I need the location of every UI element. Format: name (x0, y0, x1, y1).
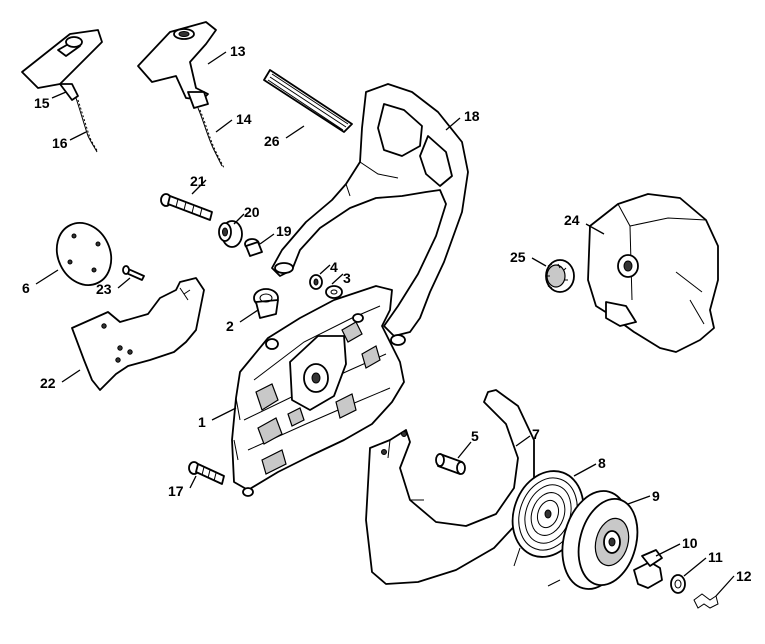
callout-25: 25 (510, 249, 526, 265)
callout-1: 1 (198, 414, 206, 430)
part-18-handguard (271, 83, 469, 346)
part-12-spring-clip (693, 593, 719, 609)
part-22-plate (71, 277, 205, 391)
part-10-pawl (633, 549, 663, 589)
callout-21: 21 (190, 173, 206, 189)
leader-15 (51, 91, 67, 99)
leader-26 (285, 125, 305, 139)
leader-8 (573, 463, 597, 477)
leader-13 (207, 51, 227, 65)
callout-8: 8 (598, 455, 606, 471)
leader-11 (683, 557, 707, 577)
callout-26: 26 (264, 133, 280, 149)
callout-7: 7 (532, 426, 540, 442)
callout-24: 24 (564, 212, 580, 228)
part-14-starter-rope (199, 109, 225, 169)
callout-14: 14 (236, 111, 252, 127)
leader-23 (117, 277, 131, 289)
part-6-cover-disc (55, 222, 113, 286)
leader-14 (215, 119, 233, 133)
leader-5 (457, 441, 472, 459)
callout-15: 15 (34, 95, 50, 111)
callout-13: 13 (230, 43, 246, 59)
callout-6: 6 (22, 280, 30, 296)
part-9-rope-rotor (547, 490, 639, 590)
callout-3: 3 (343, 270, 351, 286)
leader-16 (69, 131, 87, 141)
part-26-screen (263, 69, 353, 133)
part-25-nut (545, 259, 575, 293)
leader-19 (259, 233, 275, 245)
leader-4 (319, 264, 331, 275)
leader-17 (189, 475, 197, 489)
callout-16: 16 (52, 135, 68, 151)
callout-19: 19 (276, 223, 292, 239)
leader-18 (445, 117, 461, 131)
part-19-sleeve (244, 238, 263, 257)
callout-labels: 1 2 3 4 5 6 7 8 9 10 11 12 13 14 15 16 1… (22, 43, 752, 584)
part-20-annular-buffer (218, 220, 243, 248)
callout-22: 22 (40, 375, 56, 391)
leader-20 (233, 213, 245, 225)
callout-5: 5 (471, 428, 479, 444)
leader-21 (191, 179, 207, 195)
leader-9 (627, 495, 651, 505)
part-13-ergo-grip (137, 21, 223, 167)
callout-11: 11 (708, 549, 723, 565)
leader-3 (331, 273, 344, 285)
leader-2 (239, 309, 259, 323)
callout-10: 10 (682, 535, 698, 551)
leader-25 (531, 257, 547, 267)
callout-9: 9 (652, 488, 660, 504)
callout-23: 23 (96, 281, 112, 297)
leader-24 (585, 223, 605, 235)
part-3-washer (325, 285, 343, 299)
callout-12: 12 (736, 568, 752, 584)
part-23-screw (122, 265, 145, 281)
leader-12 (715, 575, 735, 597)
callout-17: 17 (168, 483, 184, 499)
part-21-screw (160, 193, 213, 221)
part-16-starter-rope (77, 99, 99, 153)
callout-20: 20 (244, 204, 260, 220)
part-24-cover (587, 193, 719, 353)
callout-4: 4 (330, 259, 338, 275)
part-2-plug (253, 288, 279, 319)
leader-22 (61, 369, 81, 383)
part-11-washer (670, 574, 686, 594)
callout-2: 2 (226, 318, 234, 334)
part-15-starter-grip (21, 29, 103, 153)
part-1-fan-housing (231, 285, 405, 497)
leader-1 (211, 407, 237, 421)
callout-18: 18 (464, 108, 480, 124)
leader-lines (35, 51, 735, 597)
part-17-screw (188, 461, 225, 485)
part-7-guide-plate (365, 389, 535, 585)
leader-10 (655, 543, 681, 557)
leader-7 (515, 435, 531, 447)
part-4-sleeve (309, 274, 323, 290)
part-5-pin (435, 453, 466, 475)
leader-6 (35, 269, 59, 285)
